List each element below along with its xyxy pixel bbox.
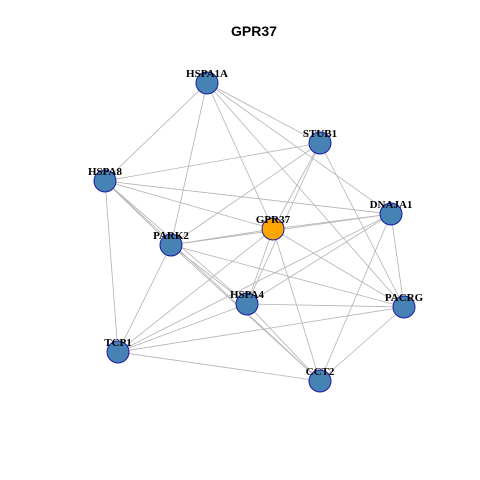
edge-hspa4-cct2	[246, 303, 321, 382]
node-dnaja1	[379, 202, 403, 226]
edge-pacrg-cct2	[319, 306, 405, 382]
node-tcp1	[106, 340, 130, 364]
node-label-stub1: STUB1	[303, 128, 337, 140]
edge-stub1-hspa4	[246, 142, 321, 305]
node-cct2	[308, 369, 332, 393]
node-label-dnaja1: DNAJA1	[370, 199, 413, 211]
edge-pacrg-tcp1	[117, 306, 405, 353]
node-hspa4	[235, 292, 259, 316]
edge-park2-tcp1	[117, 244, 172, 353]
edge-hspa8-gpr37	[104, 180, 274, 230]
node-stub1	[308, 131, 332, 155]
node-label-gpr37: GPR37	[256, 214, 291, 226]
edge-hspa1a-stub1	[206, 82, 321, 144]
edge-hspa4-pacrg	[246, 303, 405, 308]
edge-stub1-gpr37	[272, 142, 321, 230]
edge-dnaja1-pacrg	[390, 213, 405, 308]
edge-hspa1a-gpr37	[206, 82, 274, 230]
edge-hspa4-tcp1	[117, 303, 248, 353]
node-pacrg	[392, 295, 416, 319]
node-hspa1a	[195, 71, 219, 95]
edge-stub1-hspa8	[104, 142, 321, 182]
node-label-hspa1a: HSPA1A	[186, 68, 228, 80]
node-label-park2: PARK2	[153, 230, 189, 242]
node-park2	[159, 233, 183, 257]
edge-layer	[104, 82, 405, 382]
node-label-pacrg: PACRG	[385, 292, 424, 304]
node-label-hspa8: HSPA8	[88, 166, 123, 178]
edge-gpr37-park2	[170, 228, 274, 246]
node-layer	[93, 71, 416, 393]
node-label-hspa4: HSPA4	[230, 289, 265, 301]
edge-hspa1a-pacrg	[206, 82, 405, 308]
edge-stub1-park2	[170, 142, 321, 246]
node-hspa8	[93, 169, 117, 193]
edge-hspa1a-dnaja1	[206, 82, 392, 215]
edge-hspa8-tcp1	[104, 180, 119, 353]
edge-dnaja1-hspa4	[246, 213, 392, 305]
edge-hspa1a-hspa8	[104, 82, 208, 182]
edge-hspa8-cct2	[104, 180, 321, 382]
edge-stub1-pacrg	[319, 142, 405, 308]
edge-gpr37-tcp1	[117, 228, 274, 353]
edge-park2-hspa4	[170, 244, 248, 305]
edge-hspa8-dnaja1	[104, 180, 392, 215]
node-label-cct2: CCT2	[306, 366, 335, 378]
node-label-tcp1: TCP1	[104, 337, 132, 349]
edge-gpr37-hspa4	[246, 228, 274, 305]
edge-park2-pacrg	[170, 244, 405, 308]
edge-hspa1a-park2	[170, 82, 208, 246]
edge-gpr37-pacrg	[272, 228, 405, 308]
node-gpr37	[261, 217, 285, 241]
edge-dnaja1-cct2	[319, 213, 392, 382]
edge-tcp1-cct2	[117, 351, 321, 382]
diagram-title: GPR37	[231, 23, 277, 39]
